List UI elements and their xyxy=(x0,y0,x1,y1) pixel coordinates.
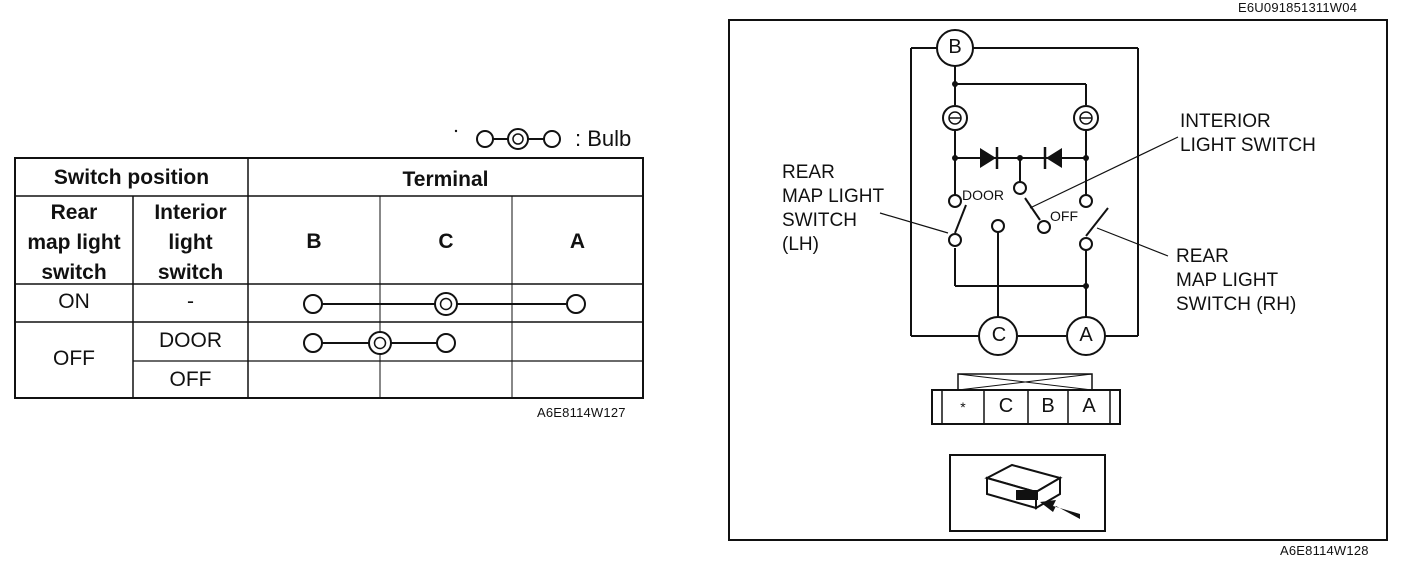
terminal-circles xyxy=(936,29,1106,356)
terminal-a-label: A xyxy=(1079,324,1093,346)
bulb-legend-label: : Bulb xyxy=(575,126,632,151)
rh-label-line-1: REAR xyxy=(1176,246,1229,267)
diode-left-icon xyxy=(980,147,999,169)
rear-map-light-switch-lh-label: REAR MAP LIGHT SWITCH (LH) xyxy=(782,161,884,257)
terminal-a-circle xyxy=(1066,316,1106,356)
bulb-legend-symbol xyxy=(454,128,561,150)
header-rear-line-2: map light xyxy=(27,231,121,254)
figure-code-left: A6E8114W127 xyxy=(537,405,626,420)
row-on-rear: ON xyxy=(58,290,90,313)
door-position-label: DOOR xyxy=(962,187,1004,203)
terminal-b-header: B xyxy=(306,230,322,253)
lh-label-line-4: (LH) xyxy=(782,234,819,255)
header-rear-line-3: switch xyxy=(41,261,107,284)
row-off-rear: OFF xyxy=(53,347,95,370)
terminal-c-circle xyxy=(978,316,1018,356)
rh-label-line-2: MAP LIGHT xyxy=(1176,270,1279,291)
terminal-b-circle xyxy=(936,29,974,67)
connector-pin-c: C xyxy=(998,395,1014,417)
connector-view-icon xyxy=(949,454,1106,532)
figure-code-top-right: E6U091851311W04 xyxy=(1238,0,1358,15)
connector-star-pin: * xyxy=(960,399,966,415)
header-switch-position: Switch position xyxy=(53,166,210,189)
terminal-b-label: B xyxy=(948,36,962,58)
terminal-c-label: C xyxy=(991,324,1007,346)
terminal-c-header: C xyxy=(438,230,454,253)
header-rear-line-1: Rear xyxy=(50,201,98,224)
lh-label-line-2: MAP LIGHT xyxy=(782,186,885,207)
table-grid xyxy=(14,157,644,399)
diode-right-icon xyxy=(1043,147,1062,169)
lh-label-line-1: REAR xyxy=(782,162,835,183)
schematic-box xyxy=(910,47,1139,337)
junction-dots xyxy=(952,81,1089,289)
on-row-circuit xyxy=(303,292,586,316)
header-interior-line-2: light xyxy=(168,231,213,254)
interior-label-line-1: INTERIOR xyxy=(1180,111,1271,132)
bulb-right-icon xyxy=(1073,105,1099,131)
header-rear-map-light-switch: Rear map light switch xyxy=(15,198,133,288)
figure-code-bottom-right: A6E8114W128 xyxy=(1280,543,1369,558)
diagram-frame xyxy=(728,19,1388,541)
rear-map-light-switch-rh-label: REAR MAP LIGHT SWITCH (RH) xyxy=(1176,245,1296,317)
rh-label-line-3: SWITCH (RH) xyxy=(1176,294,1297,315)
interior-light-switch-label: INTERIOR LIGHT SWITCH xyxy=(1180,110,1316,158)
lh-label-line-3: SWITCH xyxy=(782,210,857,231)
connector-diagram xyxy=(931,373,1121,425)
connector-pin-b: B xyxy=(1041,395,1055,417)
leader-lines xyxy=(879,136,1179,257)
header-terminal: Terminal xyxy=(402,168,489,191)
interior-label-line-2: LIGHT SWITCH xyxy=(1180,135,1316,156)
header-interior-line-3: switch xyxy=(157,261,224,284)
header-interior-line-1: Interior xyxy=(154,201,227,224)
row-off-door: DOOR xyxy=(159,329,222,352)
door-row-circuit xyxy=(303,331,456,355)
row-on-interior: - xyxy=(187,290,194,313)
switch-contacts xyxy=(948,181,1093,251)
bulb-left-icon xyxy=(942,105,968,131)
off-position-label: OFF xyxy=(1050,208,1078,224)
header-interior-light-switch: Interior light switch xyxy=(133,198,248,288)
connector-pin-a: A xyxy=(1082,395,1096,417)
terminal-a-header: A xyxy=(569,230,586,253)
row-off-off: OFF xyxy=(169,368,212,391)
